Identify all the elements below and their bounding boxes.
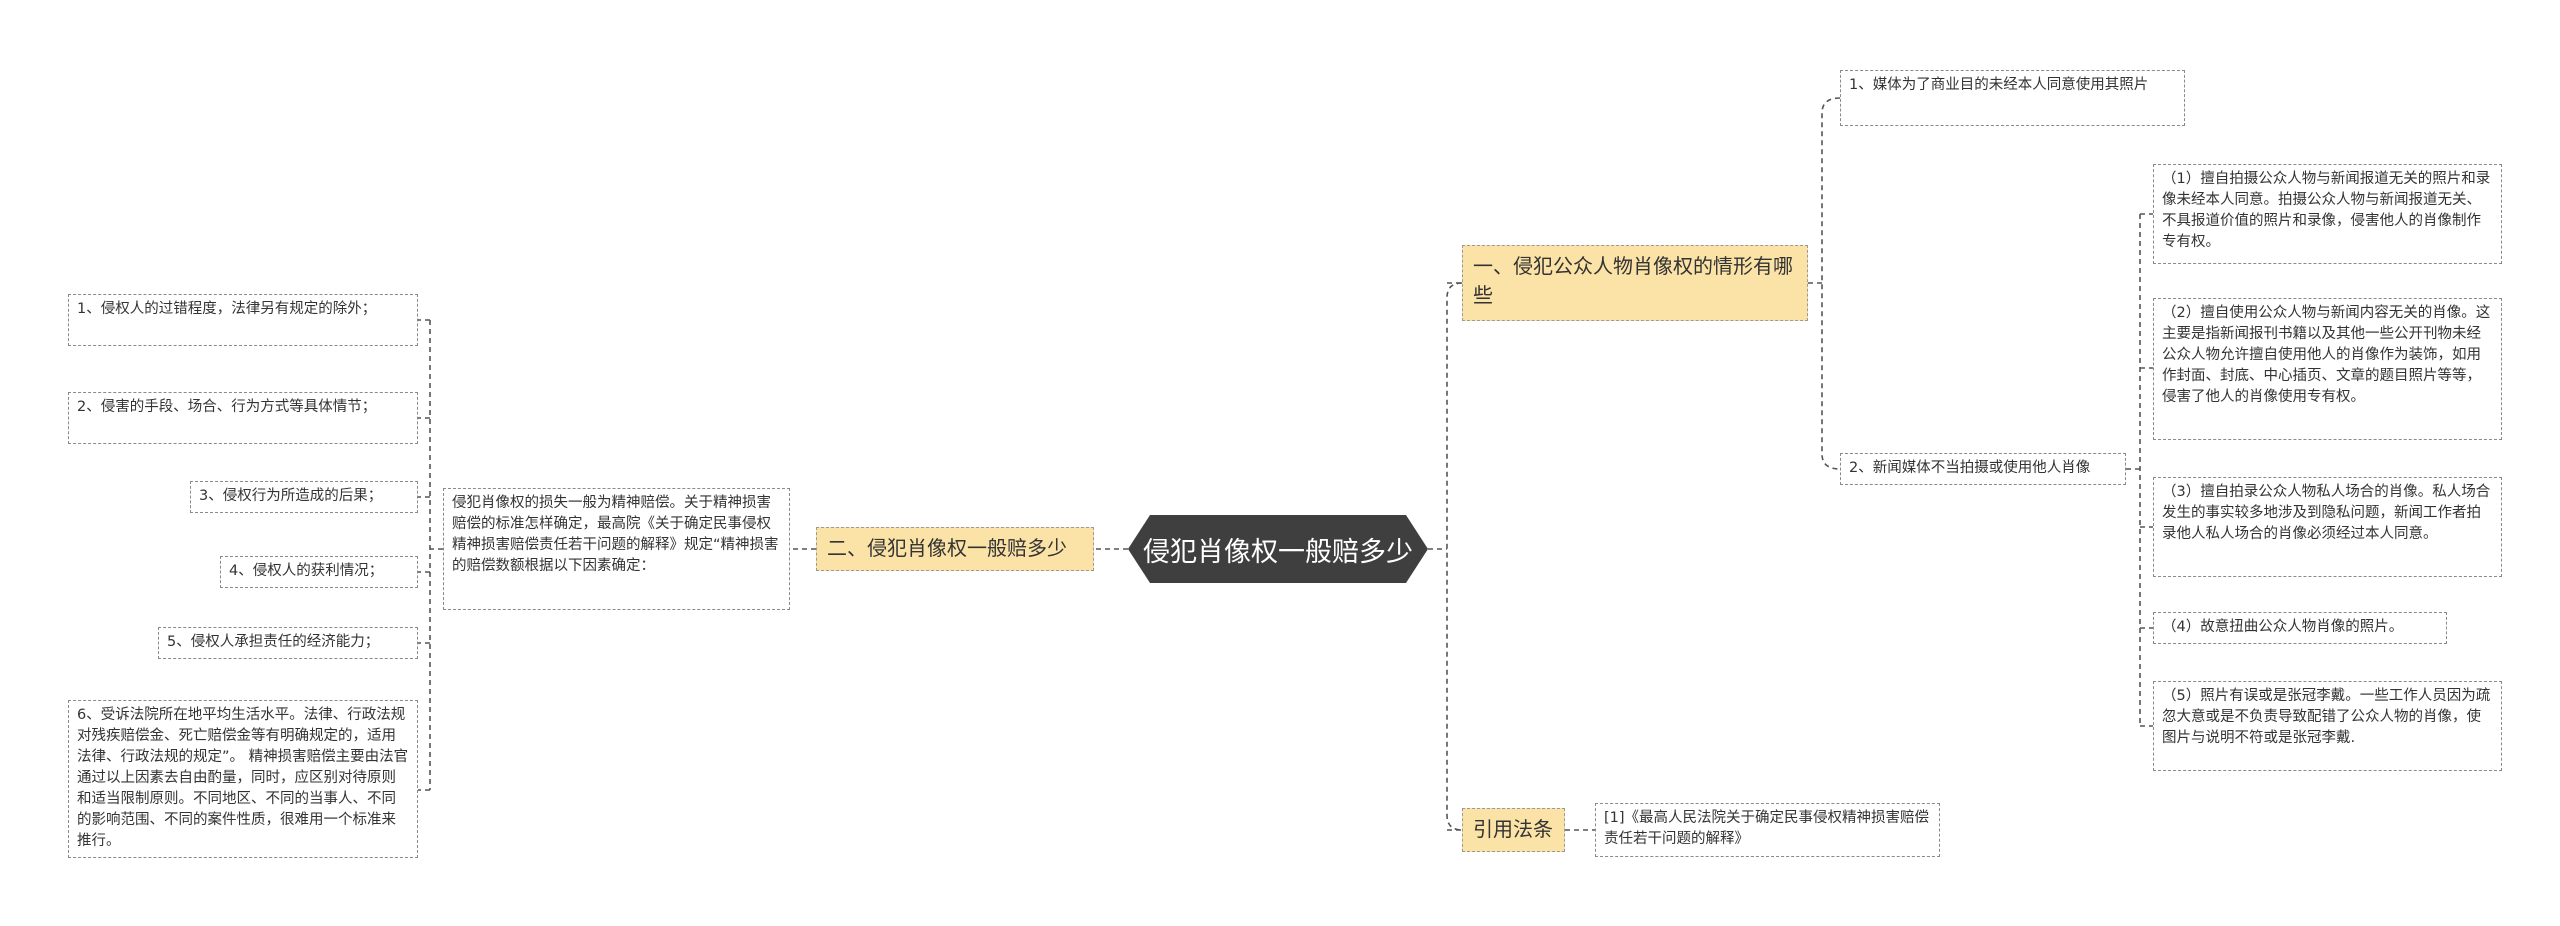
factor-item-2[interactable]: 2、侵害的手段、场合、行为方式等具体情节； — [68, 392, 418, 444]
root-topic[interactable]: 侵犯肖像权一般赔多少 — [1128, 515, 1428, 583]
detail-text: （2）擅自使用公众人物与新闻内容无关的肖像。这主要是指新闻报刊书籍以及其他一些公… — [2162, 305, 2491, 405]
law-text: [1]《最高人民法院关于确定民事侵权精神损害赔偿责任若干问题的解释》 — [1604, 810, 1930, 847]
detail-item-5[interactable]: （5）照片有误或是张冠李戴。一些工作人员因为疏忽大意或是不负责导致配错了公众人物… — [2153, 681, 2502, 771]
factor-text: 5、侵权人承担责任的经济能力； — [167, 634, 380, 650]
case-item-2[interactable]: 2、新闻媒体不当拍摄或使用他人肖像 — [1840, 453, 2126, 485]
factor-item-5[interactable]: 5、侵权人承担责任的经济能力； — [158, 627, 418, 659]
factor-text: 4、侵权人的获利情况； — [229, 563, 384, 579]
detail-item-2[interactable]: （2）擅自使用公众人物与新闻内容无关的肖像。这主要是指新闻报刊书籍以及其他一些公… — [2153, 298, 2502, 440]
case-item-1[interactable]: 1、媒体为了商业目的未经本人同意使用其照片 — [1840, 70, 2185, 126]
factor-text: 1、侵权人的过错程度，法律另有规定的除外； — [77, 301, 377, 317]
detail-item-4[interactable]: （4）故意扭曲公众人物肖像的照片。 — [2153, 612, 2447, 644]
branch-compensation-amount[interactable]: 二、侵犯肖像权一般赔多少 — [816, 527, 1094, 571]
detail-item-3[interactable]: （3）擅自拍录公众人物私人场合的肖像。私人场合发生的事实较多地涉及到隐私问题，新… — [2153, 477, 2502, 577]
factor-item-1[interactable]: 1、侵权人的过错程度，法律另有规定的除外； — [68, 294, 418, 346]
factor-text: 2、侵害的手段、场合、行为方式等具体情节； — [77, 399, 377, 415]
branch-cited-law[interactable]: 引用法条 — [1462, 808, 1565, 852]
branch-label: 一、侵犯公众人物肖像权的情形有哪些 — [1473, 254, 1793, 307]
detail-text: （3）擅自拍录公众人物私人场合的肖像。私人场合发生的事实较多地涉及到隐私问题，新… — [2162, 484, 2491, 542]
detail-text: （1）擅自拍摄公众人物与新闻报道无关的照片和录像未经本人同意。拍摄公众人物与新闻… — [2162, 171, 2491, 250]
case-text: 1、媒体为了商业目的未经本人同意使用其照片 — [1849, 77, 2149, 93]
factor-text: 3、侵权行为所造成的后果； — [199, 488, 383, 504]
root-topic-label: 侵犯肖像权一般赔多少 — [1143, 536, 1413, 568]
branch-label: 二、侵犯肖像权一般赔多少 — [827, 536, 1067, 560]
cited-law-item[interactable]: [1]《最高人民法院关于确定民事侵权精神损害赔偿责任若干问题的解释》 — [1595, 803, 1940, 857]
factor-text: 6、受诉法院所在地平均生活水平。法律、行政法规对残疾赔偿金、死亡赔偿金等有明确规… — [77, 707, 409, 849]
compensation-summary[interactable]: 侵犯肖像权的损失一般为精神赔偿。关于精神损害赔偿的标准怎样确定，最高院《关于确定… — [443, 488, 790, 610]
factor-item-3[interactable]: 3、侵权行为所造成的后果； — [190, 481, 418, 513]
summary-text: 侵犯肖像权的损失一般为精神赔偿。关于精神损害赔偿的标准怎样确定，最高院《关于确定… — [452, 495, 779, 574]
detail-text: （5）照片有误或是张冠李戴。一些工作人员因为疏忽大意或是不负责导致配错了公众人物… — [2162, 688, 2491, 746]
detail-item-1[interactable]: （1）擅自拍摄公众人物与新闻报道无关的照片和录像未经本人同意。拍摄公众人物与新闻… — [2153, 164, 2502, 264]
detail-text: （4）故意扭曲公众人物肖像的照片。 — [2162, 619, 2404, 635]
factor-item-4[interactable]: 4、侵权人的获利情况； — [220, 556, 418, 588]
branch-public-figure-cases[interactable]: 一、侵犯公众人物肖像权的情形有哪些 — [1462, 245, 1808, 321]
branch-label: 引用法条 — [1473, 817, 1553, 841]
factor-item-6[interactable]: 6、受诉法院所在地平均生活水平。法律、行政法规对残疾赔偿金、死亡赔偿金等有明确规… — [68, 700, 418, 858]
case-text: 2、新闻媒体不当拍摄或使用他人肖像 — [1849, 460, 2091, 476]
